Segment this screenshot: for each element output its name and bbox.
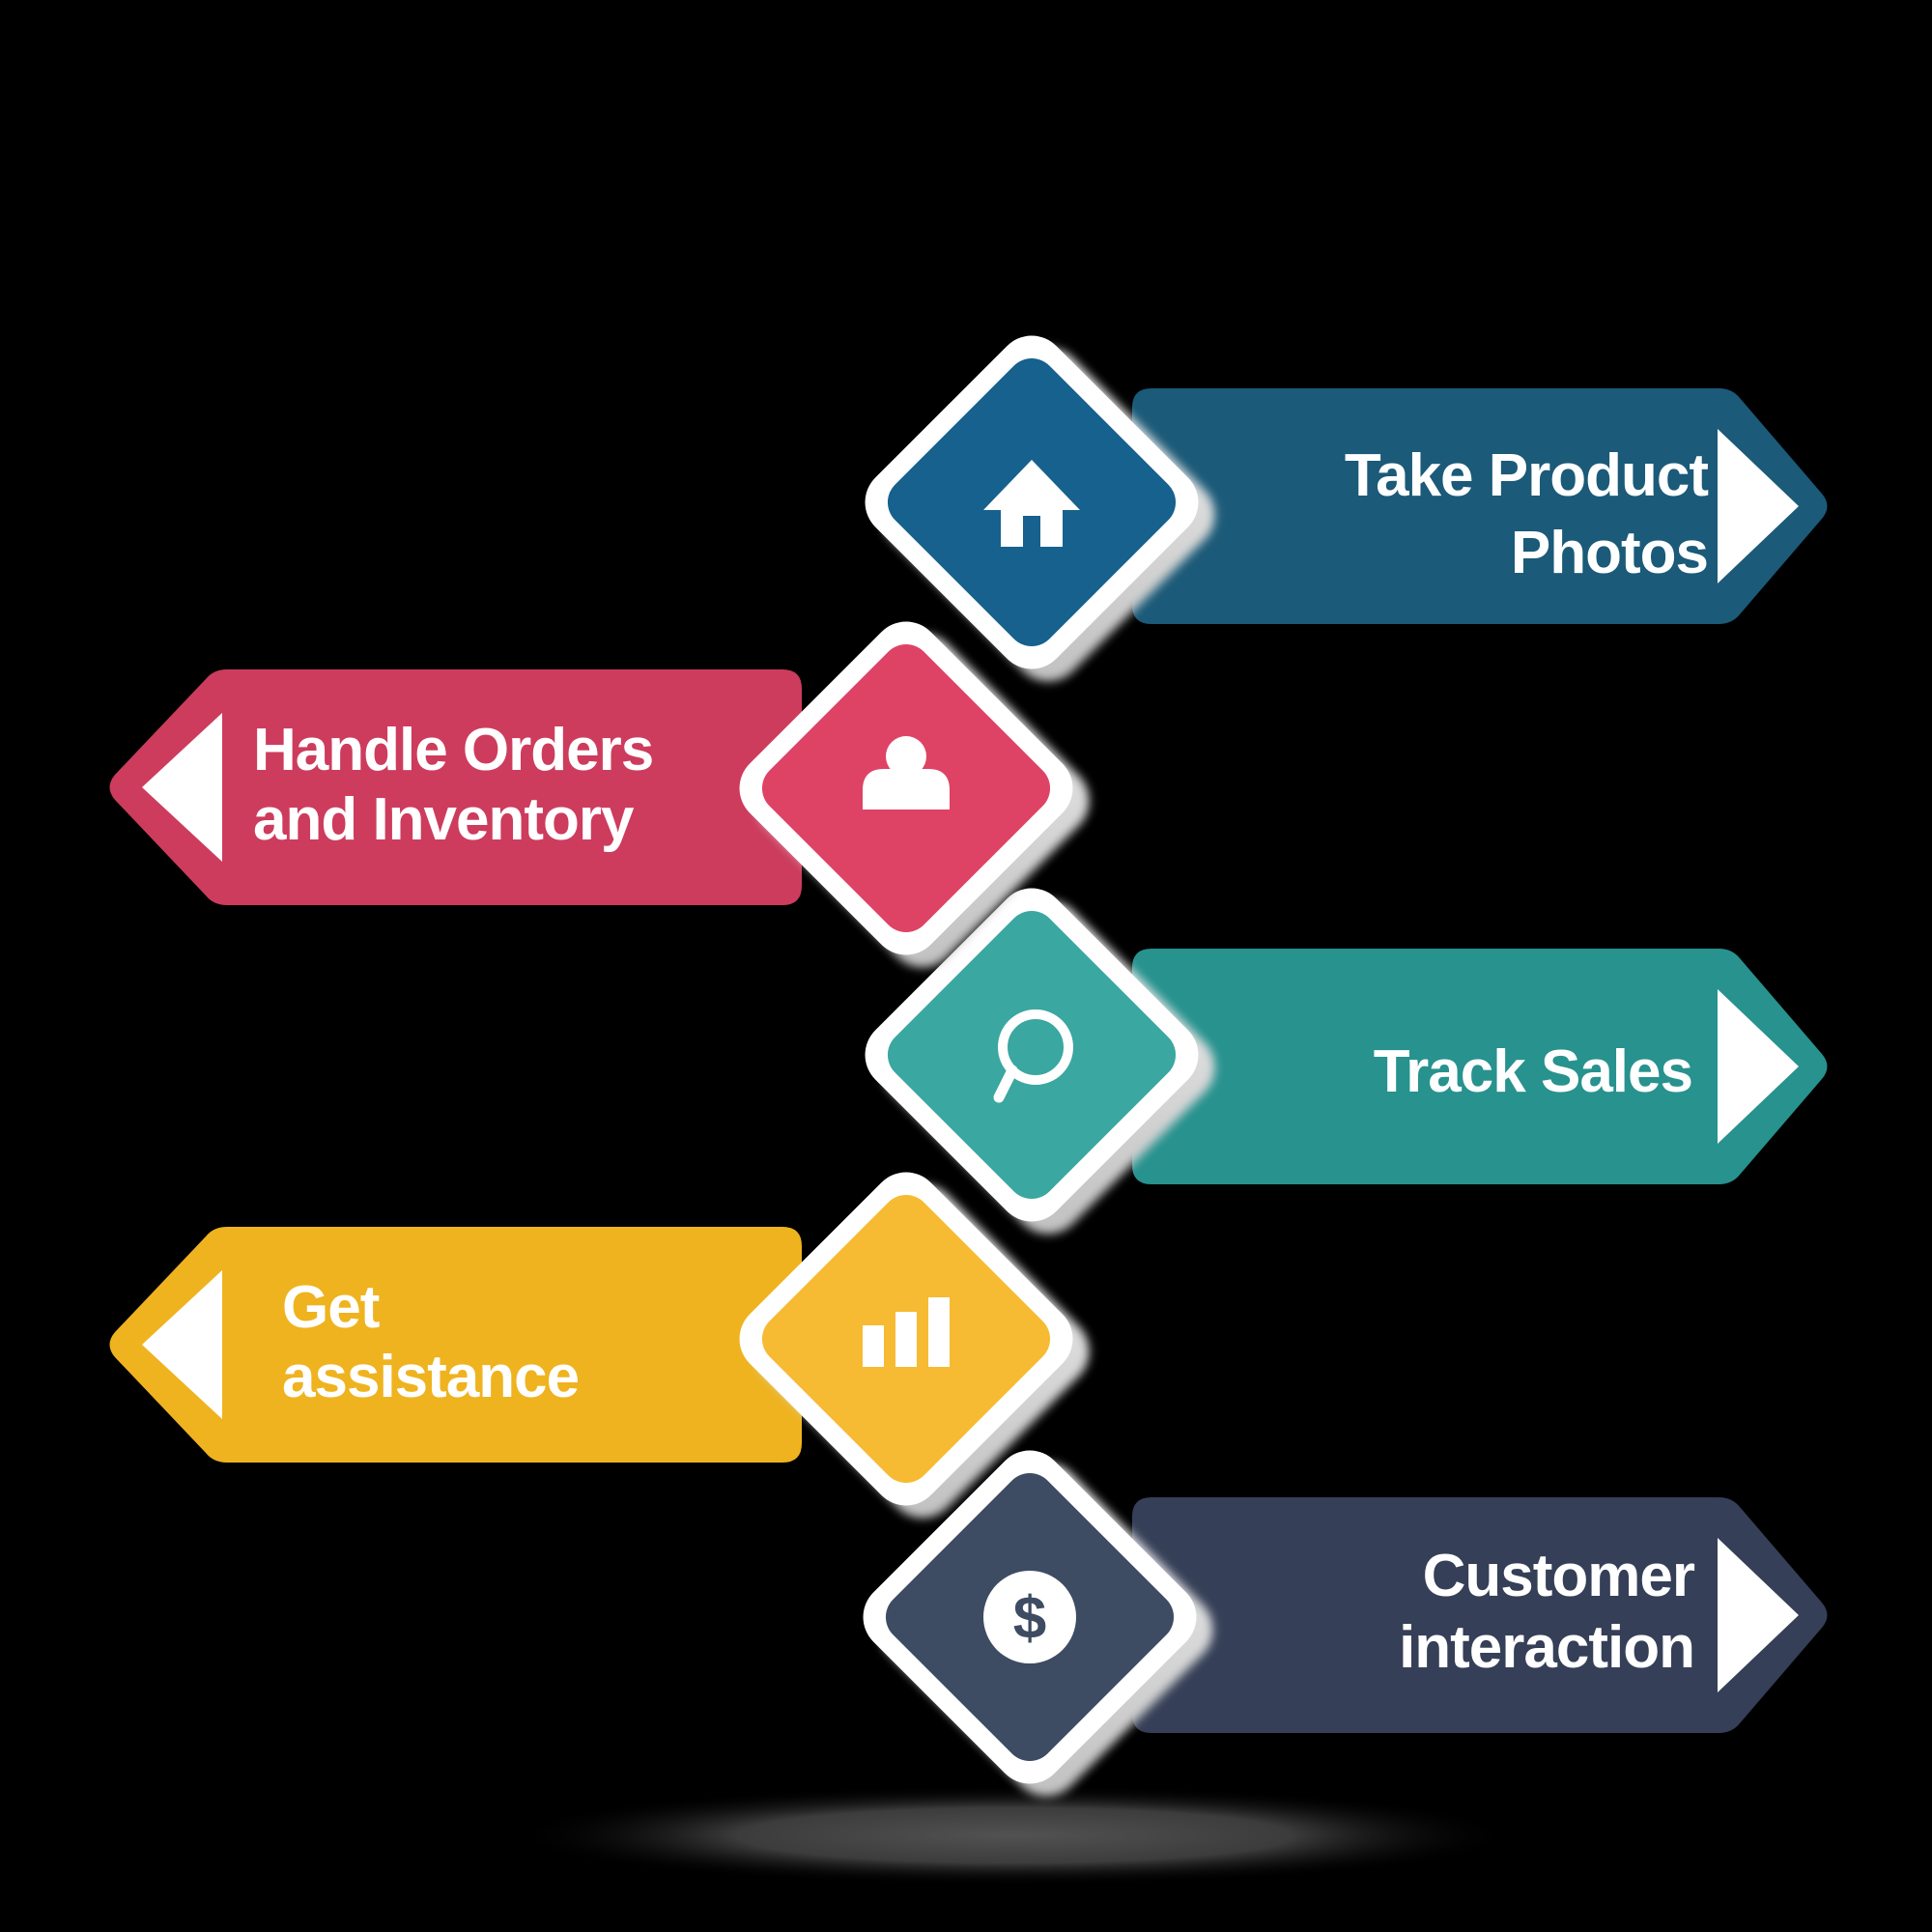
step-2-label-line-2: and Inventory — [253, 786, 635, 853]
step-3-label-line-1: Track Sales — [1374, 1038, 1692, 1105]
step-2-banner: Handle Orders and Inventory — [109, 669, 802, 905]
step-4-banner-shape — [109, 1227, 802, 1463]
step-1-label-line-1: Take Product — [1345, 442, 1709, 509]
dollar-icon: $ — [983, 1571, 1076, 1663]
diamond-fill — [887, 910, 1177, 1200]
step-3-banner: Track Sales — [1132, 949, 1828, 1184]
bar-chart-icon — [863, 1297, 950, 1367]
step-1-banner-shape — [1132, 388, 1828, 624]
step-2-label-line-1: Handle Orders — [253, 717, 653, 783]
step-5-banner-shape — [1132, 1497, 1828, 1733]
step-2-diamond — [739, 621, 1090, 968]
person-icon — [863, 736, 950, 810]
step-1-diamond — [865, 335, 1215, 682]
step-5-diamond: $ — [863, 1450, 1213, 1797]
floor-shadow — [512, 1785, 1517, 1886]
step-5-label-line-2: interaction — [1399, 1614, 1694, 1681]
step-1-banner: Take Product Photos — [1132, 388, 1828, 624]
step-5-label-line-1: Customer — [1423, 1543, 1695, 1609]
arrow-left-icon — [142, 713, 222, 862]
step-3-banner-shape — [1132, 949, 1828, 1184]
step-4-label-line-2: assistance — [282, 1344, 579, 1410]
step-3-diamond — [865, 888, 1215, 1235]
arrow-right-icon — [1718, 1538, 1799, 1692]
search-icon — [993, 1009, 1073, 1103]
arrow-left-icon — [142, 1270, 222, 1419]
arrow-right-icon — [1718, 989, 1799, 1144]
home-door — [1023, 516, 1040, 547]
step-1-label-line-2: Photos — [1511, 520, 1708, 586]
step-4-banner: Get assistance — [109, 1227, 802, 1463]
step-5-banner: Customer interaction — [1132, 1497, 1828, 1733]
home-icon — [983, 460, 1080, 547]
dollar-glyph: $ — [1013, 1585, 1046, 1652]
step-4-diamond — [739, 1172, 1090, 1519]
step-4-label-line-1: Get — [282, 1274, 380, 1341]
step-2-banner-shape — [109, 669, 802, 905]
arrow-right-icon — [1718, 429, 1799, 583]
